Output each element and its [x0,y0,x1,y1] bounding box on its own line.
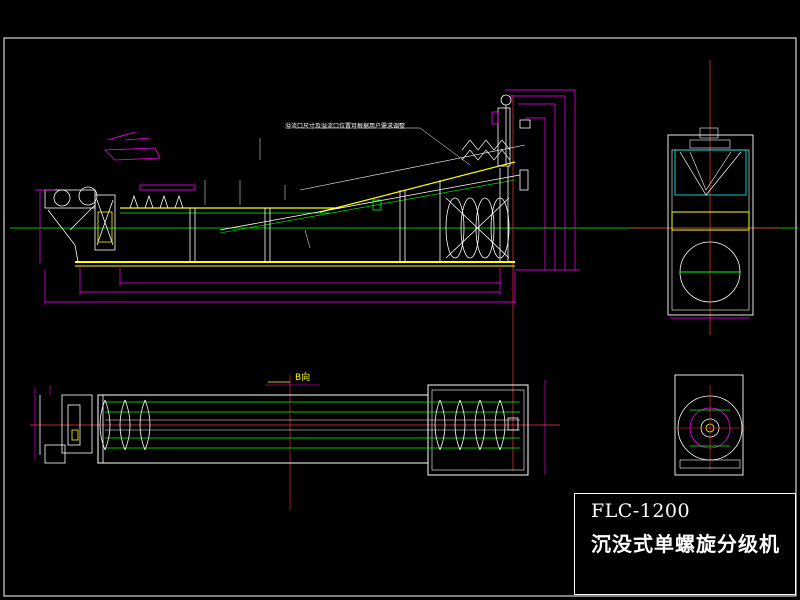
side-elevation-view: 溢流口尺寸及溢流口位置可根据用户需求调整 [10,60,798,470]
drawing-border [3,37,797,597]
plan-view: B向 [30,371,560,510]
machine-name: 沉没式单螺旋分级机 [591,532,780,556]
end-view-lower [674,374,745,476]
model-number: FLC-1200 [591,500,691,522]
spiral-blades-side [445,197,510,259]
spiral-blades-plan-right [434,399,506,451]
title-block: FLC-1200 沉没式单螺旋分级机 [574,493,796,595]
top-note: 溢流口尺寸及溢流口位置可根据用户需求调整 [285,122,405,130]
direction-label: B向 [295,371,310,383]
spiral-blades-plan-left [99,399,151,451]
end-view-upper [667,127,754,319]
